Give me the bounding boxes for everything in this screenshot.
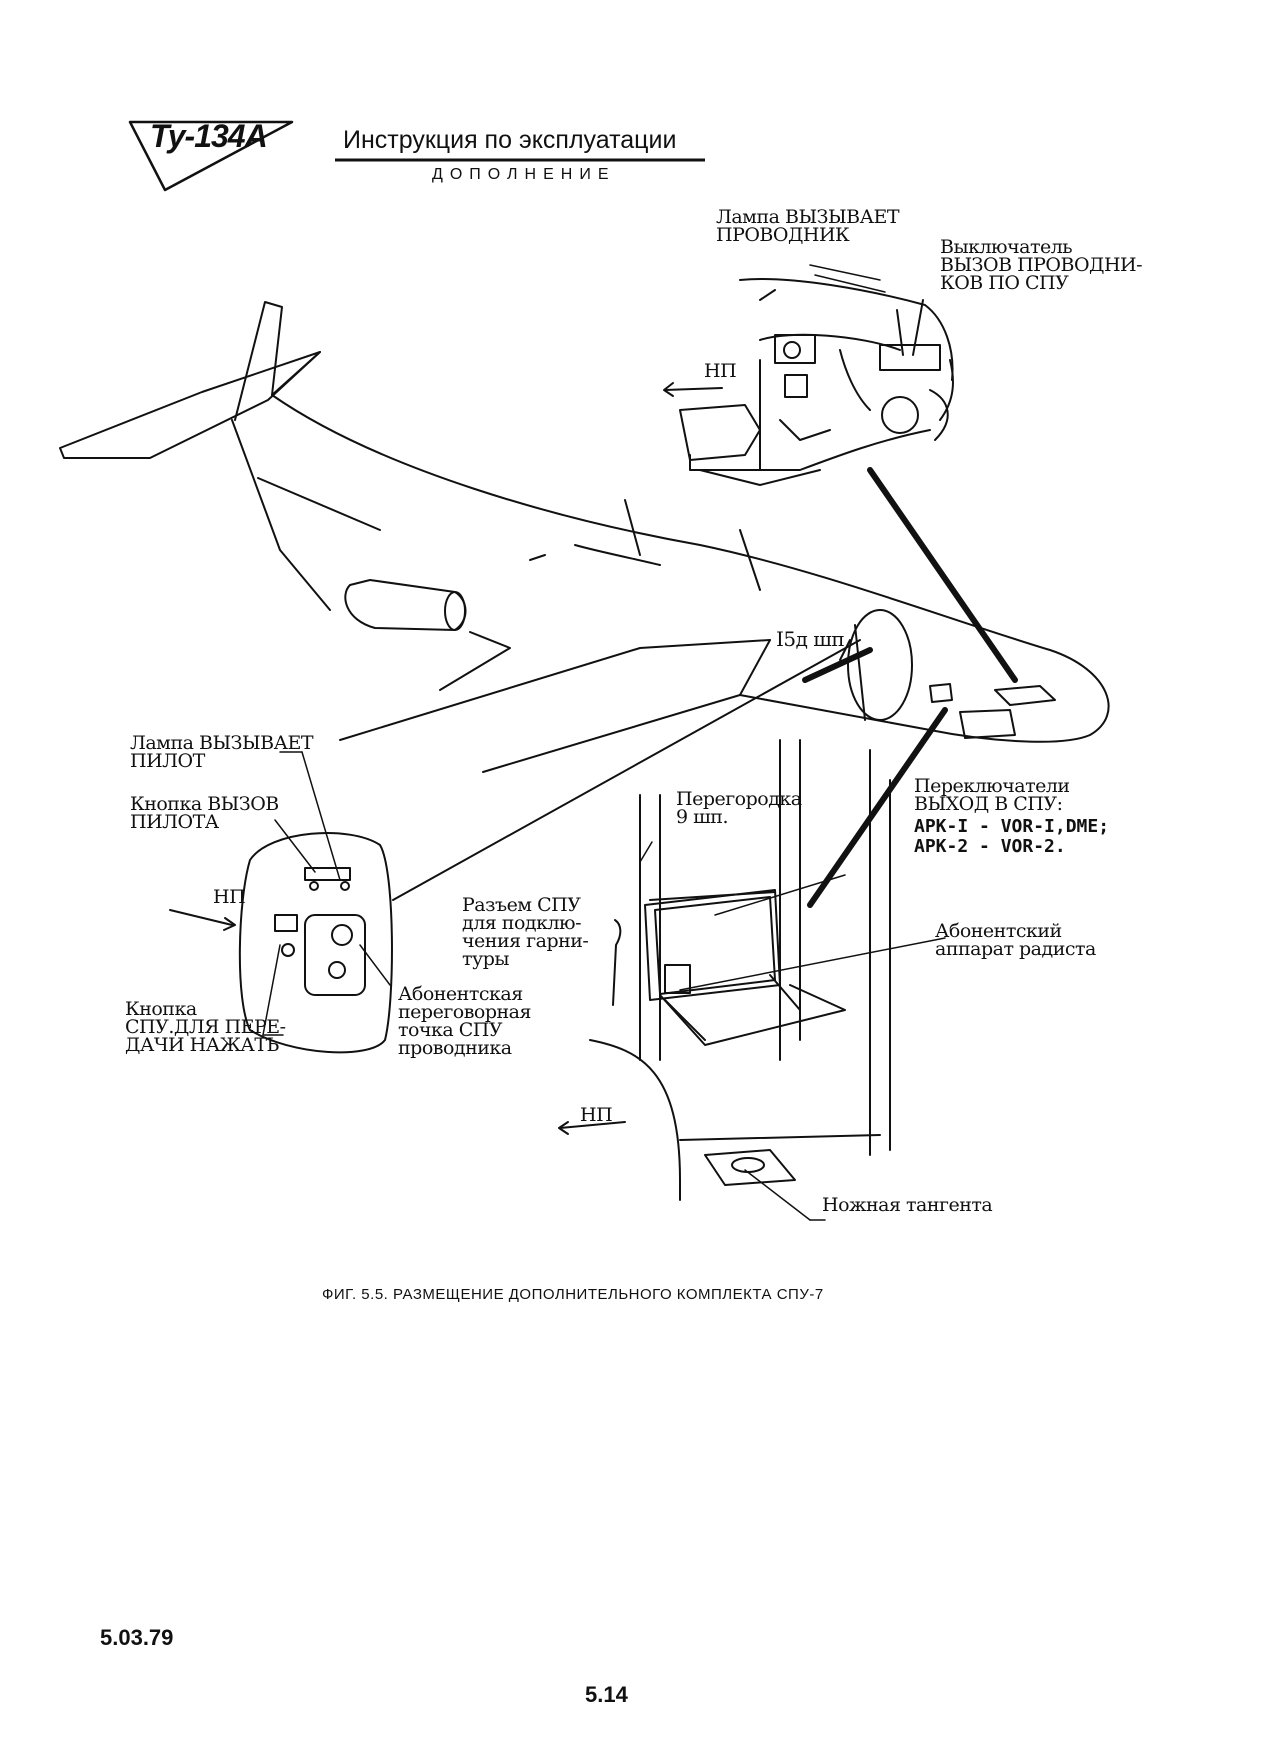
label-conductor-point: Абонентская переговорная точка СПУ прово… — [398, 983, 531, 1059]
label-frame-15: I5д шп — [776, 627, 845, 651]
pilot-call-panel — [169, 832, 393, 1054]
label-lamp-conductor: Лампа ВЫЗЫВАЕТ ПРОВОДНИК — [716, 206, 900, 246]
aircraft-outline — [59, 301, 1110, 773]
np-arrow-top — [663, 382, 723, 397]
label-switches-line1: АРК-I - VOR-I,DME; — [914, 816, 1110, 837]
cockpit-detail — [679, 264, 954, 486]
leader-lines — [262, 299, 1018, 1221]
label-button-spu: Кнопка СПУ.ДЛЯ ПЕРЕ- ДАЧИ НАЖАТЬ — [125, 998, 286, 1056]
page-number: 5.14 — [585, 1682, 628, 1707]
radio-operator-station — [558, 739, 891, 1201]
label-switches-line2: АРК-2 - VOR-2. — [914, 836, 1066, 857]
document-title: Инструкция по эксплуатации — [343, 126, 677, 154]
label-spu-connector: Разъем СПУ для подклю- чения гарни- туры — [462, 894, 589, 970]
label-np-top: НП — [704, 360, 737, 382]
aircraft-logo: Ту-134А — [150, 118, 268, 154]
label-switch-conductors: Выключатель ВЫЗОВ ПРОВОДНИ- КОВ ПО СПУ — [940, 236, 1143, 294]
logo-triangle — [128, 120, 294, 192]
label-radio-operator-set: Абонентский аппарат радиста — [935, 920, 1096, 960]
label-np-left: НП — [213, 886, 246, 908]
label-partition: Перегородка 9 шп. — [676, 788, 802, 828]
label-switches-title: Переключатели ВЫХОД В СПУ: — [914, 775, 1070, 815]
label-lamp-pilot: Лампа ВЫЗЫВАЕТ ПИЛОТ — [130, 732, 314, 772]
footer-date: 5.03.79 — [100, 1625, 174, 1650]
label-np-bottom: НП — [580, 1104, 613, 1126]
label-button-call-pilot: Кнопка ВЫЗОВ ПИЛОТА — [130, 793, 279, 833]
label-foot-switch: Ножная тангента — [822, 1194, 993, 1216]
figure-caption: ФИГ. 5.5. РАЗМЕЩЕНИЕ ДОПОЛНИТЕЛЬНОГО КОМ… — [322, 1286, 824, 1303]
document-subtitle: ДОПОЛНЕНИЕ — [432, 166, 616, 183]
